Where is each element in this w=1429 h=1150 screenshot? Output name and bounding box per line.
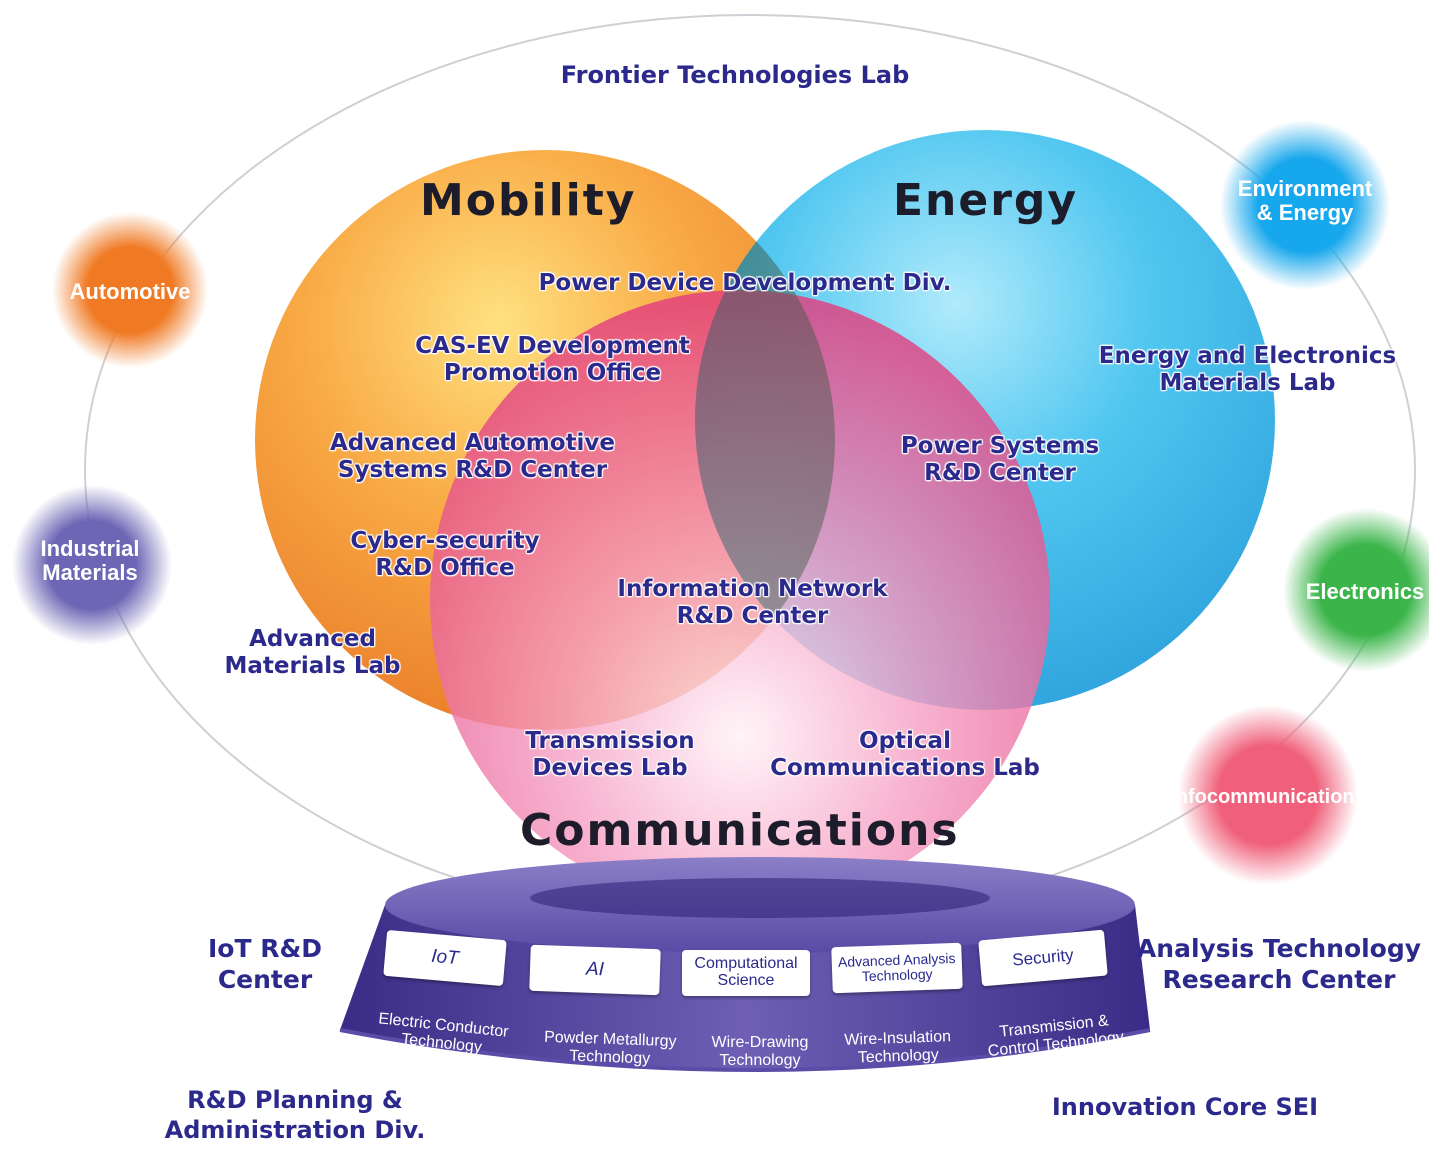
optical-comm-line-2: Communications Lab (770, 755, 1040, 782)
analysis-center-line-1: Analysis Technology (1136, 934, 1422, 963)
environment-energy-label: Environment & Energy (1230, 176, 1380, 226)
advanced-materials-line-1: Advanced (249, 626, 376, 652)
card-computational-line-2: Science (717, 972, 775, 989)
card-iot-line-1: IoT (430, 945, 460, 970)
info-network-line-1: Information Network (617, 576, 888, 602)
innovation-core-label: Innovation Core SEI (1051, 1093, 1319, 1121)
info-network-label: Information Network R&D Center (590, 576, 915, 630)
cyber-security-line-2: R&D Office (375, 555, 515, 582)
mobility-title: Mobility (420, 175, 637, 226)
card-security-line-1: Security (1011, 945, 1075, 970)
planning-label: R&D Planning & Administration Div. (145, 1085, 445, 1145)
info-network-line-2: R&D Center (676, 603, 829, 630)
base-wire-drawing-line-1: Wire-Drawing (711, 1034, 809, 1051)
optical-comm-line-1: Optical (859, 728, 951, 754)
iot-center-label: IoT R&D Center (185, 933, 345, 996)
electronics-label: Electronics (1305, 579, 1425, 604)
iot-center-line-2: Center (217, 965, 313, 995)
industrial-materials-label: Industrial Materials (20, 536, 160, 586)
communications-circle (430, 290, 1050, 910)
cyber-security-line-1: Cyber-security (350, 528, 540, 554)
power-systems-line-2: R&D Center (924, 460, 1076, 487)
environment-energy-line-1: Environment (1237, 176, 1373, 201)
infocommunications-label: Infocommunications (1170, 786, 1366, 808)
transmission-devices-line-2: Devices Lab (532, 755, 688, 782)
power-device-label: Power Device Development Div. (538, 270, 952, 296)
automotive-label: Automotive (69, 279, 191, 304)
automotive-systems-label: Advanced Automotive Systems R&D Center (300, 430, 645, 484)
communications-title: Communications (520, 805, 960, 856)
optical-comm-label: Optical Communications Lab (745, 728, 1065, 782)
automotive-systems-line-2: Systems R&D Center (337, 457, 608, 484)
base-powder-metallurgy: Powder Metallurgy Technology (529, 1028, 690, 1069)
cas-ev-line-2: Promotion Office (443, 360, 662, 387)
base-wire-insulation: Wire-Insulation Technology (827, 1028, 968, 1068)
base-wire-drawing: Wire-Drawing Technology (690, 1034, 830, 1069)
cas-ev-label: CAS-EV Development Promotion Office (380, 333, 725, 387)
power-systems-line-1: Power Systems (900, 433, 1100, 459)
energy-materials-line-2: Materials Lab (1159, 370, 1336, 397)
iot-center-line-1: IoT R&D (207, 934, 323, 963)
transmission-devices-label: Transmission Devices Lab (505, 728, 715, 782)
card-computational-line-1: Computational (694, 955, 798, 973)
card-ai: AI (529, 944, 661, 996)
energy-materials-line-1: Energy and Electronics (1098, 343, 1397, 369)
environment-energy-bubble (1220, 120, 1390, 290)
platform-shadow (530, 878, 990, 918)
automotive-bubble (52, 212, 208, 368)
industrial-materials-bubble (12, 485, 172, 645)
planning-line-1: R&D Planning & (187, 1086, 403, 1114)
industrial-materials-line-1: Industrial (40, 536, 140, 561)
base-wire-drawing-line-2: Technology (719, 1051, 801, 1069)
advanced-materials-label: Advanced Materials Lab (205, 626, 420, 680)
planning-line-2: Administration Div. (164, 1116, 426, 1144)
advanced-materials-line-2: Materials Lab (224, 653, 401, 680)
analysis-center-label: Analysis Technology Research Center (1130, 933, 1428, 996)
card-ai-line-1: AI (585, 958, 605, 981)
environment-energy-line-2: & Energy (1256, 200, 1354, 226)
energy-materials-label: Energy and Electronics Materials Lab (1080, 343, 1415, 397)
cyber-security-label: Cyber-security R&D Office (320, 528, 570, 582)
automotive-systems-line-1: Advanced Automotive (329, 430, 616, 456)
transmission-devices-line-1: Transmission (525, 728, 695, 754)
cas-ev-line-1: CAS-EV Development (415, 333, 690, 359)
electronics-bubble (1283, 508, 1429, 672)
infocommunications-bubble (1178, 705, 1358, 885)
frontier-lab-label: Frontier Technologies Lab (560, 61, 910, 89)
analysis-center-line-2: Research Center (1162, 965, 1396, 995)
energy-title: Energy (893, 175, 1079, 226)
power-systems-label: Power Systems R&D Center (870, 433, 1130, 487)
industrial-materials-line-2: Materials (42, 560, 138, 586)
